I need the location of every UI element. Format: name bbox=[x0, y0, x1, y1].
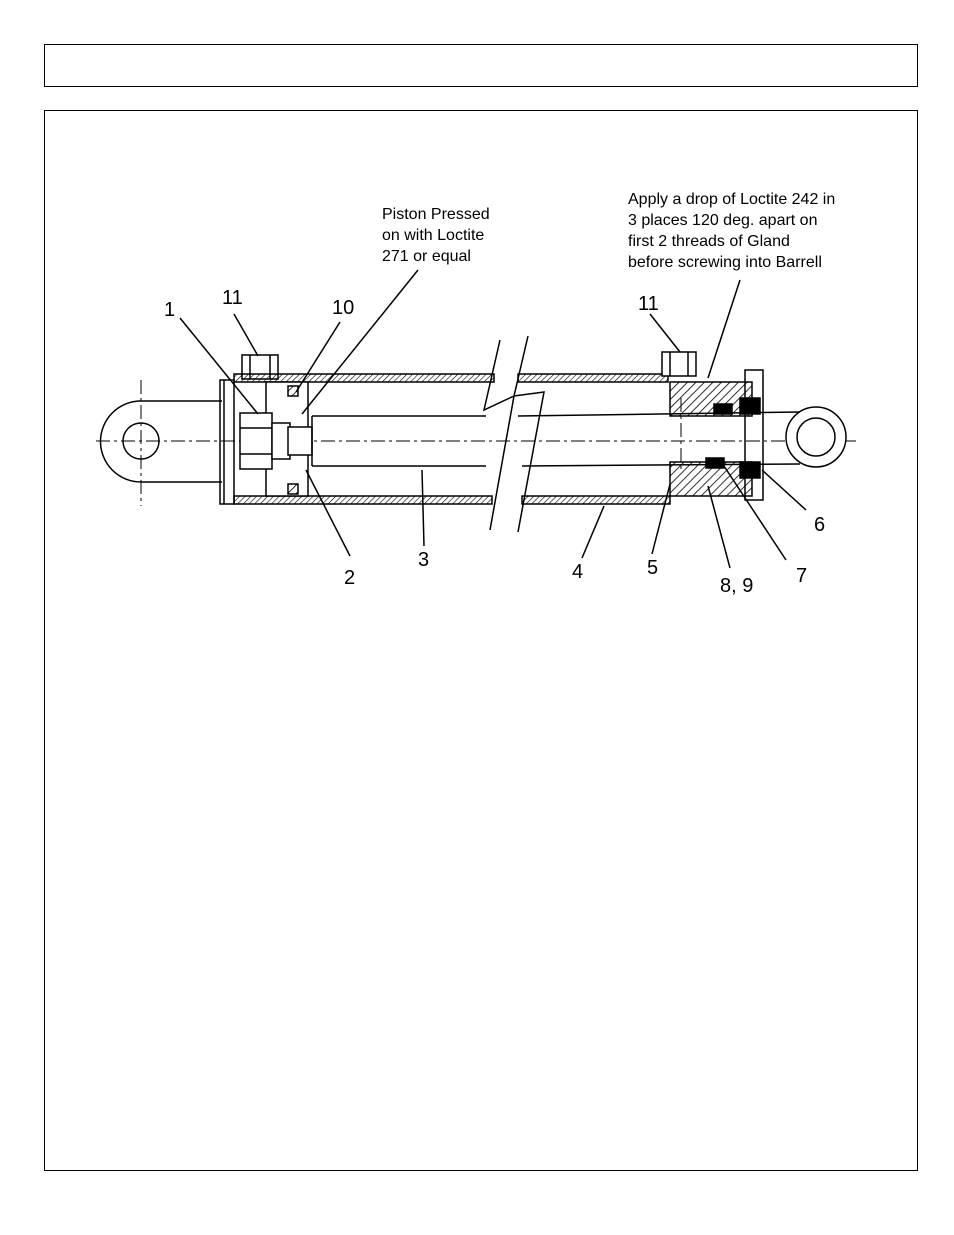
callout-1: 1 bbox=[164, 299, 175, 321]
callout-3: 3 bbox=[418, 549, 429, 571]
content-box bbox=[44, 110, 918, 1171]
break-line bbox=[482, 335, 545, 533]
header-box bbox=[44, 44, 918, 87]
clevis-eye bbox=[99, 400, 222, 483]
callout-10: 10 bbox=[332, 297, 354, 319]
callout-7: 7 bbox=[796, 565, 807, 587]
port-fitting-right bbox=[661, 351, 697, 377]
gland bbox=[669, 369, 764, 501]
callout-2: 2 bbox=[344, 567, 355, 589]
rod-eye bbox=[785, 406, 847, 468]
callout-11-left: 11 bbox=[222, 287, 243, 309]
callout-6: 6 bbox=[814, 514, 825, 536]
callout-4: 4 bbox=[572, 561, 583, 583]
callout-11-right: 11 bbox=[638, 293, 659, 315]
barrel-right bbox=[517, 373, 671, 505]
piston-nut bbox=[239, 412, 291, 470]
leader-lines bbox=[179, 269, 807, 569]
callout-8-9: 8, 9 bbox=[720, 575, 753, 597]
barrel-left bbox=[233, 373, 495, 505]
piston-note: Piston Pressed on with Loctite 271 or eq… bbox=[382, 206, 494, 265]
gland-note: Apply a drop of Loctite 242 in 3 places … bbox=[628, 191, 840, 271]
base-cap bbox=[219, 379, 235, 505]
callout-5: 5 bbox=[647, 557, 658, 579]
